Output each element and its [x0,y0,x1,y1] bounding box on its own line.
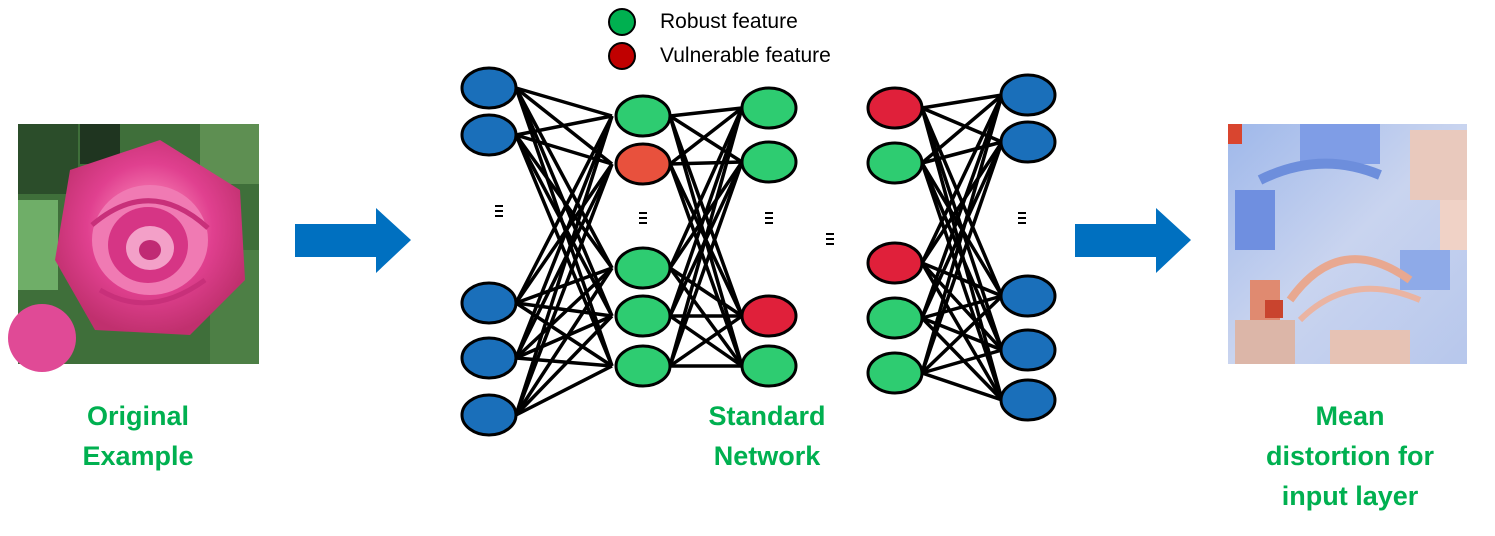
vertical-ellipsis-icon [765,212,773,224]
caption-line: Mean [1315,401,1385,431]
robust-legend-swatch [608,8,636,36]
caption-line: input layer [1281,481,1419,511]
output-node [999,73,1057,117]
robust-node [614,246,672,290]
mean-distortion-caption: Mean distortion for input layer [1230,396,1470,516]
hidden-layer-3 [866,86,924,395]
legend: Robust feature Vulnerable feature [608,8,831,70]
vulnerable-node [614,142,672,186]
input-node [460,113,518,157]
caption-line: Original [86,401,189,431]
caption-line: Example [82,441,194,471]
hidden-layer-2 [740,86,798,388]
robust-node [740,140,798,184]
input-layer [460,66,518,437]
vulnerable-node [866,86,924,130]
blue-red-heatmap-image [1228,124,1467,364]
vulnerable-node [866,241,924,285]
pink-rose-image [8,124,259,372]
robust-node [866,296,924,340]
output-layer [999,73,1057,422]
robust-node [866,351,924,395]
connections-hidden3-output [920,93,1004,402]
right-arrow-icon [1075,208,1191,273]
output-node [999,120,1057,164]
original-example-caption: Original Example [38,396,238,476]
robust-node [866,141,924,185]
caption-line: Network [713,441,821,471]
vulnerable-legend-swatch [608,42,636,70]
connections-hidden1-hidden2 [668,106,744,368]
robust-legend-label: Robust feature [660,10,798,33]
vertical-ellipsis-icon [639,212,647,224]
vulnerable-node [740,294,798,338]
robust-node [614,344,672,388]
right-arrow-icon [295,208,411,273]
standard-network-caption: Standard Network [667,396,867,476]
caption-line: distortion for [1266,441,1434,471]
vertical-ellipsis-icon [495,205,503,217]
output-node [999,328,1057,372]
input-node [460,393,518,437]
vertical-ellipsis-icon [1018,212,1026,224]
robust-node [740,344,798,388]
robust-node [614,94,672,138]
output-node [999,274,1057,318]
caption-line: Standard [708,401,826,431]
vertical-ellipsis-icon [826,233,834,245]
hidden-layer-1 [614,94,672,388]
robust-node [614,294,672,338]
output-node [999,378,1057,422]
connections-input-hidden1 [514,86,614,417]
robust-node [740,86,798,130]
input-node [460,336,518,380]
vulnerable-legend-label: Vulnerable feature [660,44,831,67]
input-node [460,281,518,325]
input-node [460,66,518,110]
